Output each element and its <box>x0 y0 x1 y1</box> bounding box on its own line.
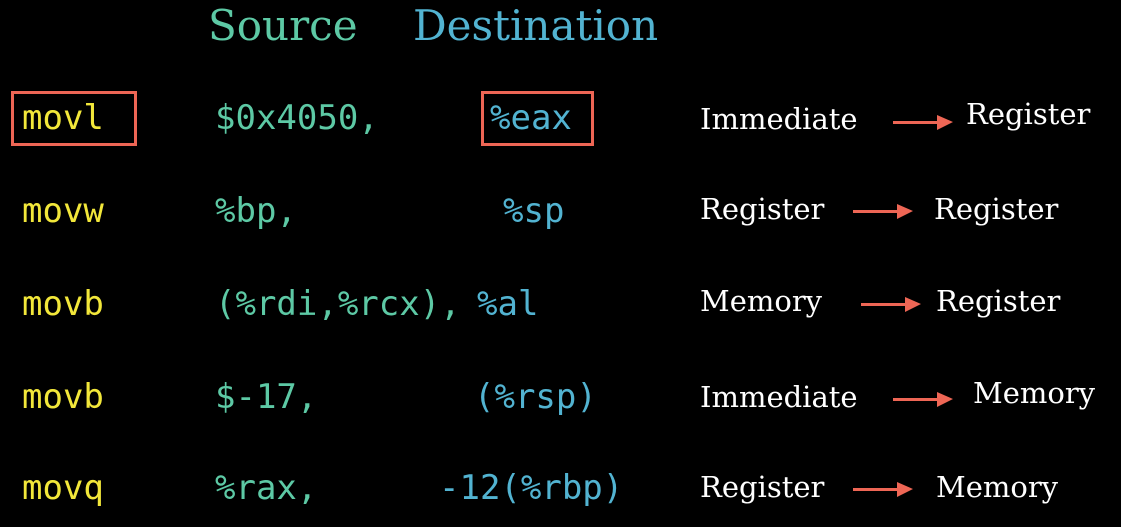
source-column-header: Source <box>208 1 358 50</box>
addressing-to-memory: Memory <box>936 470 1059 504</box>
destination-highlight-box <box>481 91 594 146</box>
right-arrow-icon <box>893 392 953 407</box>
source-operand-memory: (%rdi,%rcx), <box>215 284 461 324</box>
right-arrow-icon <box>861 297 921 312</box>
addressing-to-register: Register <box>934 192 1059 226</box>
addressing-from-register: Register <box>700 470 825 504</box>
destination-column-header: Destination <box>413 1 659 50</box>
right-arrow-icon <box>893 115 953 130</box>
addressing-from-register: Register <box>700 192 825 226</box>
destination-operand-al: %al <box>477 284 539 324</box>
destination-operand-eax: %eax <box>490 98 572 138</box>
destination-operand-memory: (%rsp) <box>474 377 597 417</box>
destination-operand-sp: %sp <box>503 191 565 231</box>
opcode-movq: movq <box>22 468 104 508</box>
opcode-movw: movw <box>22 191 104 231</box>
addressing-to-register: Register <box>966 97 1091 131</box>
right-arrow-icon <box>853 204 913 219</box>
opcode-movb: movb <box>22 377 104 417</box>
source-operand-immediate: $0x4050, <box>215 98 379 138</box>
addressing-from-immediate: Immediate <box>700 380 858 414</box>
addressing-to-register: Register <box>936 284 1061 318</box>
opcode-movl: movl <box>22 98 104 138</box>
addressing-to-memory: Memory <box>973 376 1096 410</box>
addressing-from-immediate: Immediate <box>700 102 858 136</box>
source-operand-immediate: $-17, <box>215 377 318 417</box>
opcode-movb: movb <box>22 284 104 324</box>
source-operand-register: %rax, <box>215 468 318 508</box>
destination-operand-memory: -12(%rbp) <box>439 468 624 508</box>
right-arrow-icon <box>853 482 913 497</box>
source-operand-register: %bp, <box>215 191 297 231</box>
opcode-highlight-box <box>11 91 137 146</box>
addressing-from-memory: Memory <box>700 284 823 318</box>
